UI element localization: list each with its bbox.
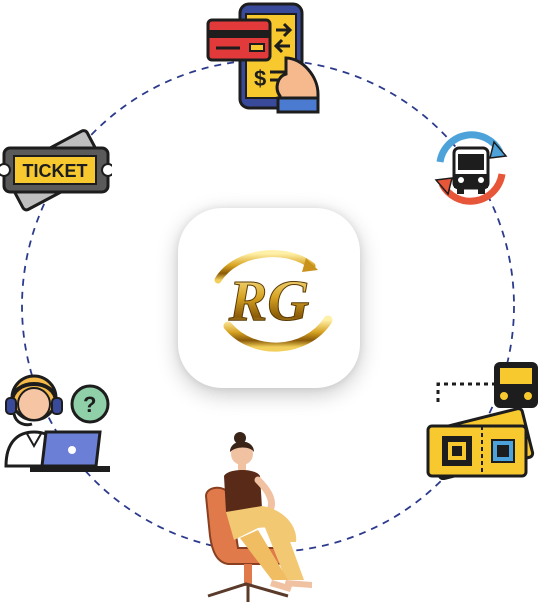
svg-text:$: $ [254, 66, 266, 91]
center-logo-card: RG [178, 208, 360, 388]
ticket-label: TICKET [23, 161, 88, 181]
ticket-icon: TICKET [0, 129, 112, 212]
customer-support-icon: ? [4, 374, 110, 472]
mobile-payment-icon: $ [206, 2, 320, 114]
rg-logo: RG [214, 250, 333, 352]
svg-text:?: ? [83, 392, 96, 417]
logo-text: RG [228, 268, 310, 333]
bus-refresh-icon [434, 131, 508, 205]
seated-woman-illustration [204, 432, 312, 602]
bus-ticket-qr-icon [426, 362, 538, 480]
